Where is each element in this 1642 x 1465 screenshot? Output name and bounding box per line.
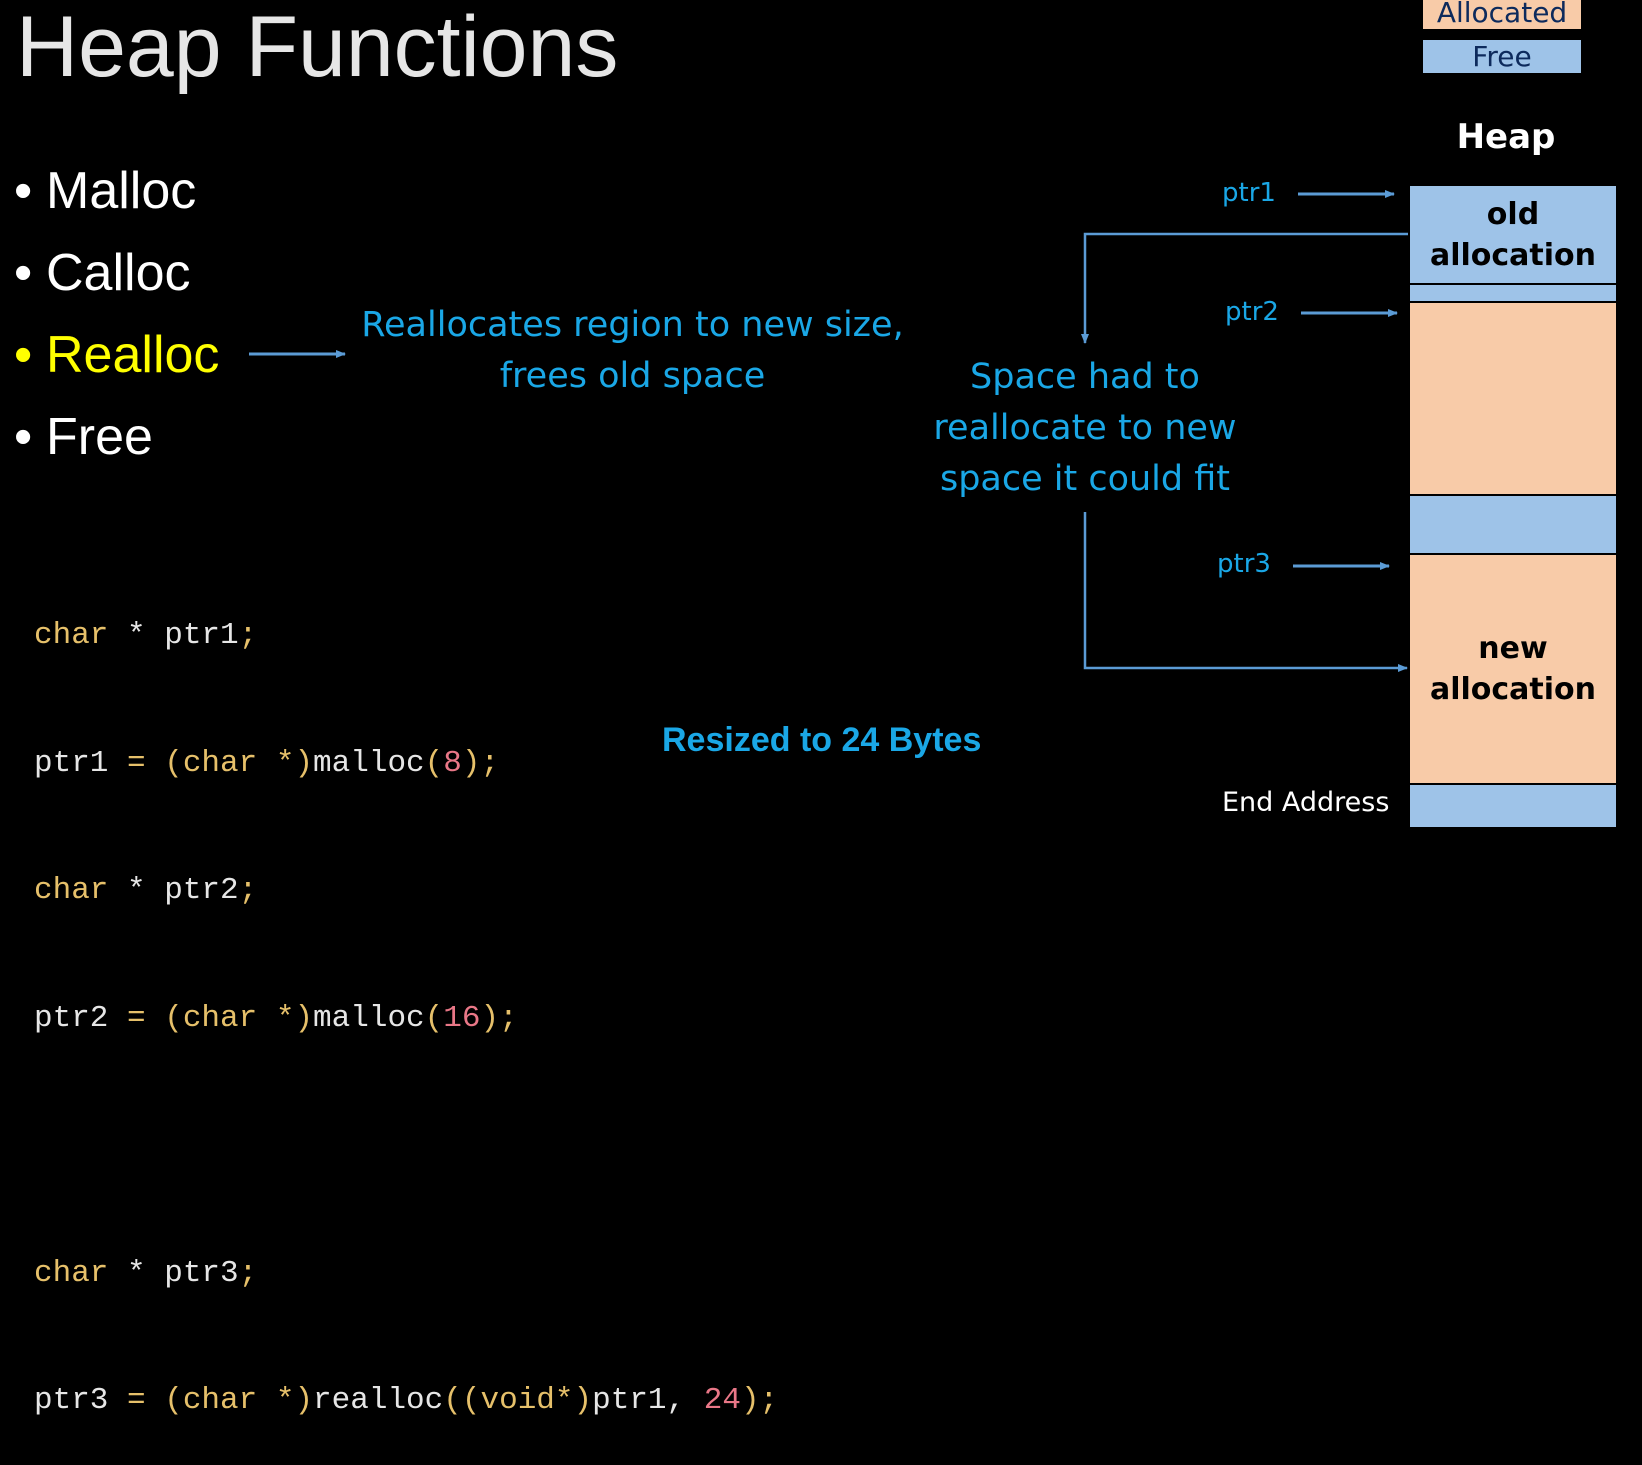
code-token: 8 bbox=[443, 745, 462, 781]
resize-note: Resized to 24 Bytes bbox=[662, 721, 982, 759]
code-token: ( bbox=[424, 745, 444, 781]
code-token: malloc bbox=[313, 745, 425, 781]
heap-title: Heap bbox=[1456, 117, 1556, 157]
ptr2-label: ptr2 bbox=[1225, 297, 1279, 327]
segment-label: old bbox=[1486, 196, 1540, 232]
legend-allocated: Allocated bbox=[1423, 0, 1581, 29]
code-token: ; bbox=[238, 873, 258, 908]
bullet-dot: • bbox=[14, 326, 33, 384]
code-token: * ptr1 bbox=[108, 618, 239, 653]
ptr3-label: ptr3 bbox=[1217, 549, 1271, 579]
code-token: char bbox=[34, 1255, 109, 1291]
bullet-dot: • bbox=[14, 408, 33, 466]
segment-label: new bbox=[1478, 631, 1548, 666]
bullet-label: Calloc bbox=[46, 244, 191, 302]
heap-segment-ptr2-allocation bbox=[1408, 301, 1618, 496]
description-line: frees old space bbox=[499, 356, 766, 396]
slide-title: Heap Functions bbox=[16, 0, 619, 95]
code-token: ; bbox=[238, 618, 258, 653]
ptr1-label: ptr1 bbox=[1222, 178, 1276, 208]
code-line: char * ptr3; bbox=[34, 1253, 778, 1296]
code-token: 16 bbox=[443, 1000, 481, 1036]
code-token: malloc bbox=[313, 1000, 425, 1036]
bullet-label: Malloc bbox=[46, 162, 197, 220]
code-token: ; bbox=[238, 1255, 258, 1291]
bullet-label: Free bbox=[46, 408, 153, 466]
code-token: * ptr2 bbox=[108, 873, 239, 908]
note-line: space it could fit bbox=[939, 459, 1231, 499]
code-line: ptr2 = (char *)malloc(16); bbox=[34, 998, 778, 1041]
end-address-label: End Address bbox=[1222, 787, 1390, 818]
code-token: realloc bbox=[313, 1383, 444, 1418]
bullet-calloc: •Calloc bbox=[14, 232, 219, 314]
note-line: reallocate to new bbox=[933, 408, 1237, 448]
code-token: ptr2 bbox=[34, 1000, 128, 1036]
bullet-free: •Free bbox=[14, 396, 219, 478]
segment-label: allocation bbox=[1429, 672, 1597, 707]
note-to-new-arrow bbox=[1083, 512, 1408, 672]
code-token: ( bbox=[424, 1000, 444, 1036]
code-token: char bbox=[34, 873, 109, 908]
code-token: ); bbox=[461, 745, 500, 781]
description-line: Reallocates region to new size, bbox=[361, 305, 904, 345]
heap-segment-end bbox=[1408, 783, 1618, 829]
note-line: Space had to bbox=[970, 357, 1200, 397]
heap-segment-free bbox=[1408, 494, 1618, 555]
code-token: char bbox=[34, 618, 109, 653]
function-list: •Malloc •Calloc •Realloc •Free bbox=[14, 150, 219, 478]
code-token: = (char *) bbox=[127, 1000, 314, 1036]
bullet-malloc: •Malloc bbox=[14, 150, 219, 232]
realloc-description: Reallocates region to new size, frees ol… bbox=[330, 300, 935, 402]
arrow-layer bbox=[249, 190, 1408, 672]
old-to-note-arrow bbox=[1081, 232, 1408, 344]
code-token: ); bbox=[740, 1383, 779, 1418]
bullet-dot: • bbox=[14, 162, 33, 220]
code-token: = (char *) bbox=[127, 1383, 314, 1418]
code-line: char * ptr1; bbox=[34, 615, 778, 658]
code-token: = (char *) bbox=[127, 745, 314, 781]
bullet-dot: • bbox=[14, 244, 33, 302]
relocation-note: Space had to reallocate to new space it … bbox=[900, 352, 1270, 505]
code-token: * ptr3 bbox=[108, 1255, 239, 1291]
code-blank-line bbox=[34, 1125, 778, 1168]
code-token: ); bbox=[480, 1000, 518, 1036]
code-token: ptr3 bbox=[34, 1383, 128, 1418]
code-line: ptr1 = (char *)malloc(8); bbox=[34, 743, 778, 786]
code-token: ptr1 bbox=[34, 745, 128, 781]
code-line: ptr3 = (char *)realloc((void*)ptr1, 24); bbox=[34, 1380, 778, 1423]
code-token: ((void*) bbox=[443, 1383, 593, 1418]
heap-segment-old-allocation: old allocation bbox=[1408, 184, 1618, 285]
code-token: 24 bbox=[703, 1383, 741, 1418]
segment-label: allocation bbox=[1429, 237, 1597, 273]
bullet-label: Realloc bbox=[46, 326, 220, 384]
code-token: ptr1, bbox=[592, 1383, 704, 1418]
bullet-realloc: •Realloc bbox=[14, 314, 219, 396]
legend-free: Free bbox=[1423, 40, 1581, 73]
